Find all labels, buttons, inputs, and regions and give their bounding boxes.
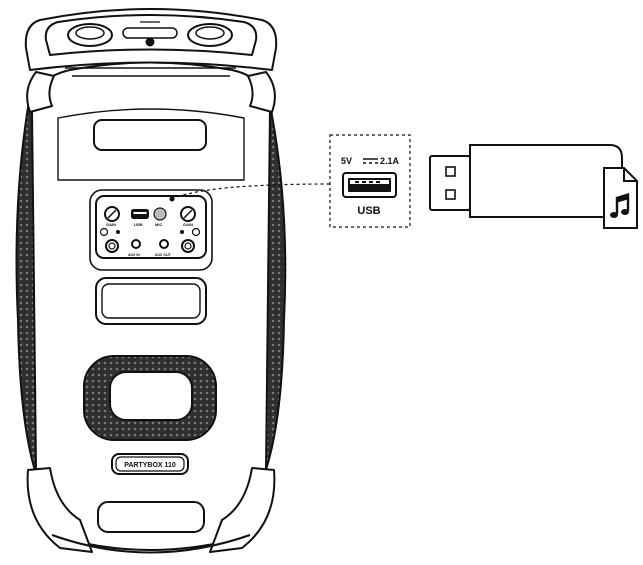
music-note-icon: [610, 193, 630, 218]
bottom-handle: [97, 501, 205, 533]
gain-knob-right: [180, 206, 196, 222]
panel-label-aux-out: AUX OUT: [155, 253, 172, 257]
upper-corner-right: [247, 71, 276, 113]
lower-handle-opening: [109, 371, 193, 421]
jack-aux-in: [131, 239, 141, 249]
jack-aux-out: [159, 239, 169, 249]
bottom-foot-right: [209, 467, 276, 553]
jack-mic-right: [181, 239, 195, 253]
control-panel: [95, 195, 207, 259]
top-power-button: [145, 37, 155, 47]
usb-port-callout: 5V 2.1A USB: [329, 134, 411, 228]
bottom-foot-left: [26, 467, 93, 553]
panel-label-gain-right: GAIN: [183, 222, 193, 227]
callout-port-label: USB: [357, 205, 380, 217]
jack-mic-left: [105, 239, 119, 253]
dc-symbol: [363, 158, 378, 164]
usb-drive-body: [469, 144, 623, 218]
model-label: PARTYBOX 110: [124, 462, 176, 469]
callout-rating-current: 2.1A: [380, 156, 400, 166]
usb-drive-connector: [429, 155, 471, 211]
usb-flash-drive: [429, 144, 623, 218]
panel-label-aux-in: AUX IN: [128, 253, 140, 257]
panel-label-gain-left: GAIN: [106, 222, 116, 227]
callout-rating-voltage: 5V: [341, 156, 352, 166]
middle-handle: [95, 277, 207, 325]
gain-knob-left: [104, 206, 120, 222]
music-file-icon: [603, 167, 638, 229]
mic-button: [153, 207, 167, 221]
panel-label-usb: USB: [134, 222, 143, 227]
model-plate: [111, 453, 189, 475]
upper-corner-left: [26, 71, 55, 113]
top-cap-edge: [44, 14, 258, 56]
bottom-band: [51, 534, 251, 554]
upper-handle: [93, 119, 207, 151]
callout-leader-line: [171, 183, 331, 200]
panel-label-mic: MIC: [155, 222, 162, 227]
speaker-illustration: [15, 8, 287, 554]
